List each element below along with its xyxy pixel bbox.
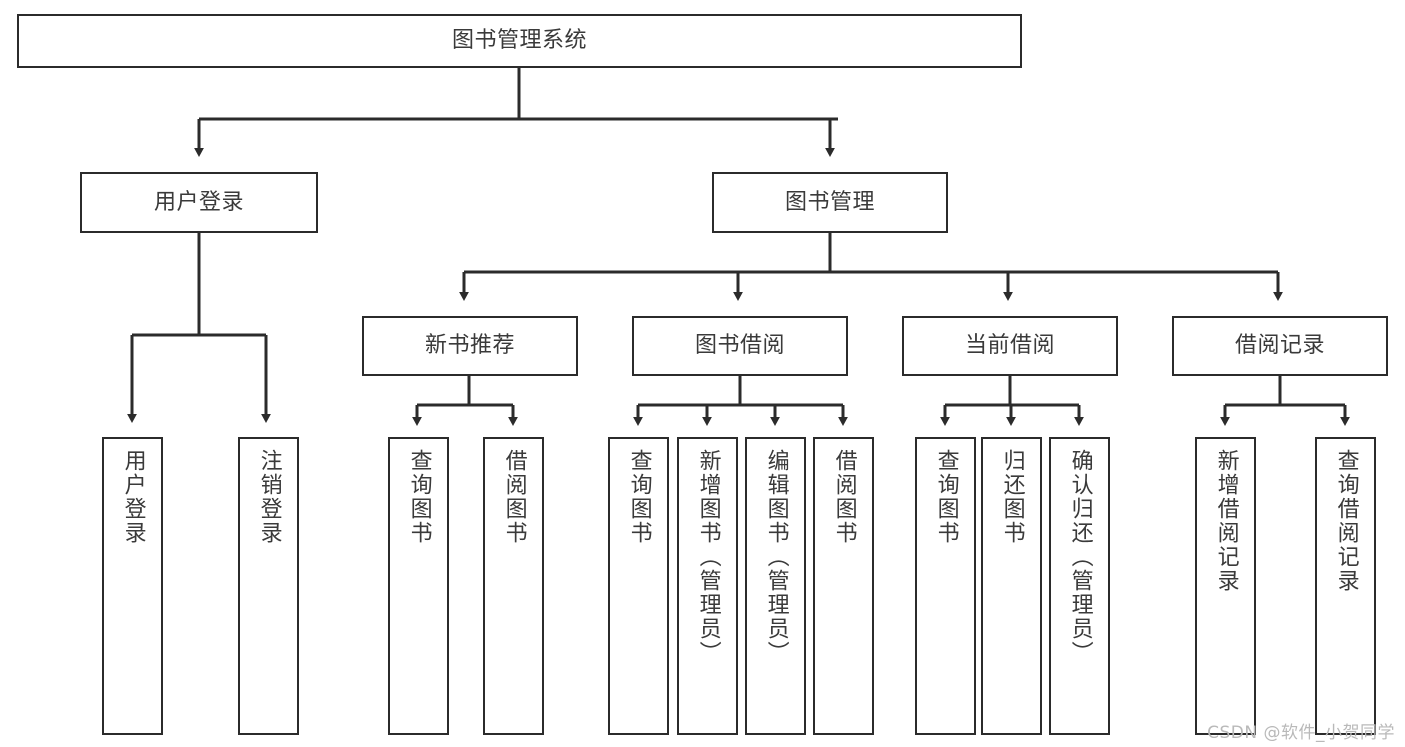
- csdn-watermark: CSDN @软件_小贺同学: [1207, 723, 1395, 743]
- leaf-query-borrow-record[interactable]: 查询借阅记录: [1315, 437, 1376, 735]
- node-book-borrow-label: 图书借阅: [694, 333, 785, 358]
- node-book-manage-label: 图书管理: [784, 189, 875, 215]
- node-root-system[interactable]: 图书管理系统: [17, 14, 1022, 68]
- node-current-borrow-label: 当前借阅: [964, 333, 1055, 358]
- leaf-logout-login-label: 注销登录: [256, 449, 282, 545]
- leaf-borrow-book-label: 借阅图书: [831, 449, 857, 545]
- leaf-edit-book-label: 编辑图书（管理员）: [763, 449, 789, 665]
- leaf-query-book-current-label: 查询图书: [933, 449, 959, 545]
- node-book-manage[interactable]: 图书管理: [712, 172, 948, 233]
- node-user-login[interactable]: 用户登录: [80, 172, 318, 233]
- leaf-add-book[interactable]: 新增图书（管理员）: [677, 437, 738, 735]
- leaf-query-book-borrow-label: 查询图书: [626, 449, 652, 545]
- node-current-borrow[interactable]: 当前借阅: [902, 316, 1118, 376]
- node-root-system-label: 图书管理系统: [451, 28, 587, 53]
- leaf-query-book-recommend-label: 查询图书: [406, 449, 432, 545]
- node-new-book-recommend-label: 新书推荐: [424, 333, 515, 358]
- leaf-query-book-borrow[interactable]: 查询图书: [608, 437, 669, 735]
- node-borrow-record[interactable]: 借阅记录: [1172, 316, 1388, 376]
- node-book-borrow[interactable]: 图书借阅: [632, 316, 848, 376]
- leaf-confirm-return[interactable]: 确认归还（管理员）: [1049, 437, 1110, 735]
- leaf-add-book-label: 新增图书（管理员）: [695, 449, 721, 665]
- leaf-borrow-book-recommend-label: 借阅图书: [501, 449, 527, 545]
- leaf-user-login[interactable]: 用户登录: [102, 437, 163, 735]
- leaf-return-book-label: 归还图书: [999, 449, 1025, 545]
- leaf-borrow-book-recommend[interactable]: 借阅图书: [483, 437, 544, 735]
- node-user-login-label: 用户登录: [153, 189, 244, 215]
- leaf-add-borrow-record[interactable]: 新增借阅记录: [1195, 437, 1256, 735]
- leaf-logout-login[interactable]: 注销登录: [238, 437, 299, 735]
- leaf-confirm-return-label: 确认归还（管理员）: [1067, 449, 1093, 665]
- leaf-query-book-recommend[interactable]: 查询图书: [388, 437, 449, 735]
- node-borrow-record-label: 借阅记录: [1234, 333, 1325, 358]
- leaf-return-book[interactable]: 归还图书: [981, 437, 1042, 735]
- leaf-user-login-label: 用户登录: [120, 449, 146, 545]
- leaf-query-borrow-record-label: 查询借阅记录: [1333, 449, 1359, 593]
- leaf-add-borrow-record-label: 新增借阅记录: [1213, 449, 1239, 593]
- leaf-borrow-book[interactable]: 借阅图书: [813, 437, 874, 735]
- leaf-query-book-current[interactable]: 查询图书: [915, 437, 976, 735]
- node-new-book-recommend[interactable]: 新书推荐: [362, 316, 578, 376]
- leaf-edit-book[interactable]: 编辑图书（管理员）: [745, 437, 806, 735]
